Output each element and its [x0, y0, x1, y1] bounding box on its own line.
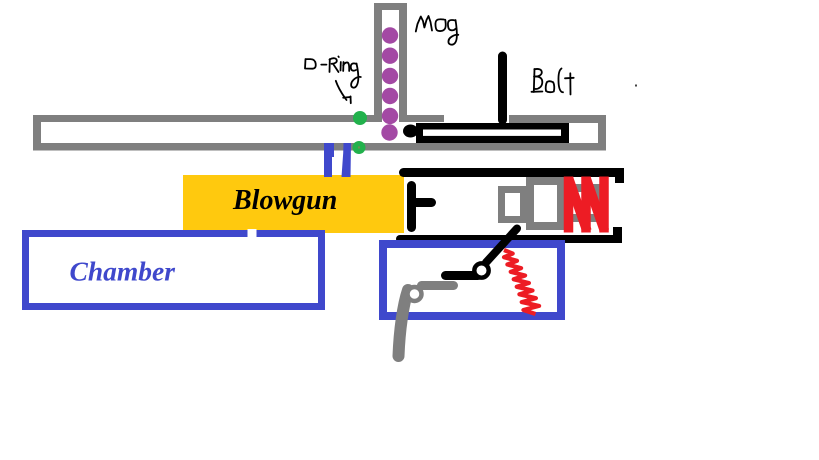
svg-text:Blowgun: Blowgun	[232, 185, 337, 216]
svg-text:Chamber: Chamber	[70, 256, 176, 287]
